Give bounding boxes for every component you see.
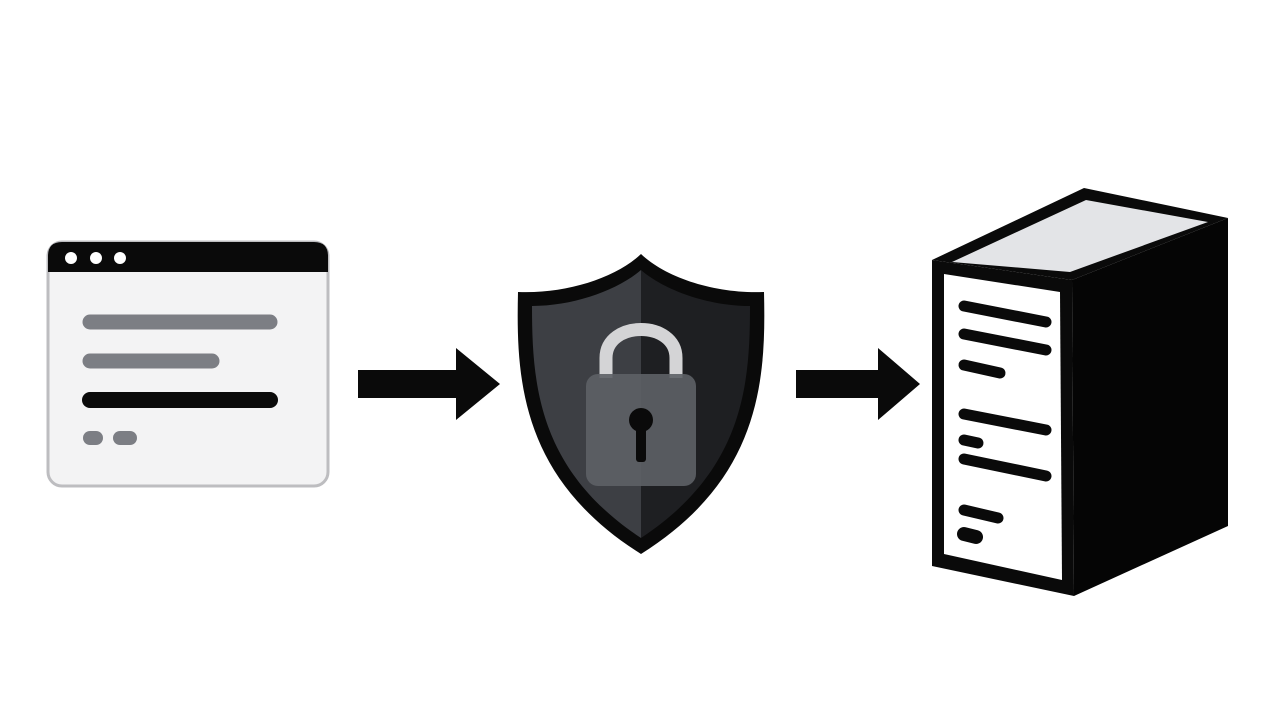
panel-indicator bbox=[957, 527, 983, 544]
panel-line bbox=[958, 504, 1004, 524]
arrow-graphic bbox=[358, 348, 500, 420]
panel-line bbox=[958, 300, 1052, 328]
window-title-bar bbox=[48, 242, 328, 272]
panel-line bbox=[958, 328, 1052, 356]
window-dot-icon bbox=[65, 252, 77, 264]
server-panel-lines bbox=[957, 300, 1052, 544]
lock-shackle bbox=[599, 323, 683, 378]
keyhole-icon bbox=[629, 408, 653, 432]
arrow-graphic bbox=[796, 348, 920, 420]
panel-line bbox=[958, 434, 984, 449]
window-dot-icon bbox=[90, 252, 102, 264]
shield-lock-icon bbox=[506, 248, 776, 560]
panel-line bbox=[958, 408, 1052, 436]
browser-window-graphic bbox=[46, 240, 330, 488]
server-tower-icon bbox=[924, 182, 1236, 602]
panel-line bbox=[958, 359, 1006, 379]
server-side-face bbox=[1072, 218, 1228, 596]
arrow-right-icon bbox=[794, 346, 922, 422]
browser-window-icon bbox=[40, 232, 336, 494]
panel-line bbox=[958, 453, 1052, 482]
server-top-face bbox=[952, 200, 1208, 272]
shield-graphic bbox=[517, 254, 765, 554]
window-dot-icon bbox=[114, 252, 126, 264]
arrow-right-icon bbox=[356, 346, 502, 422]
server-graphic bbox=[932, 188, 1228, 596]
keyhole-slot bbox=[636, 424, 646, 462]
